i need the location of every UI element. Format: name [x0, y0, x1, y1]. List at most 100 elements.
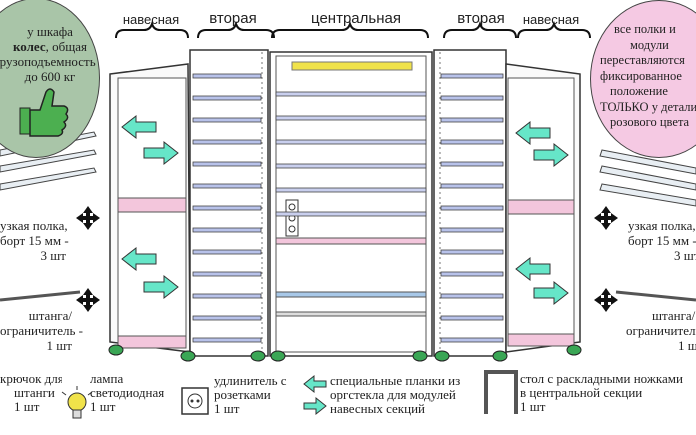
header-right-outer: навесная: [522, 12, 580, 27]
shelf: [192, 315, 262, 321]
legend-lamp: лампа светодиодная 1 шт: [90, 372, 178, 414]
shelf: [275, 139, 427, 145]
legend-line: удлинитель с: [214, 373, 287, 388]
shelf: [440, 249, 504, 255]
table-icon: [484, 370, 518, 414]
shelf: [192, 183, 262, 189]
shelf: [275, 115, 427, 121]
shelf: [275, 91, 427, 97]
move-arrow: [143, 140, 179, 166]
legend-line: 1 шт: [14, 399, 40, 414]
shelf: [275, 187, 427, 193]
note-line: 3 шт: [674, 248, 696, 263]
pink-fixed-shelf: [507, 333, 575, 347]
fixed-position-note: [590, 0, 696, 158]
legend-line: специальные планки из: [330, 373, 461, 388]
shelf: [192, 205, 262, 211]
move-4way-arrow: [76, 206, 100, 230]
move-arrow: [121, 246, 157, 272]
shelf: [192, 117, 262, 123]
loose-shelves-right: [599, 149, 696, 207]
move-4way-arrow: [594, 288, 618, 312]
rod-left: [0, 290, 81, 302]
socket-icon: [181, 387, 209, 415]
move-4way-arrow: [594, 206, 618, 230]
right-hanging-section: [505, 63, 581, 353]
shelf: [192, 293, 262, 299]
shelf: [192, 227, 262, 233]
brace-right-inner: [443, 20, 517, 39]
legend-line: розетками: [214, 387, 271, 402]
rod-right: [615, 290, 696, 302]
shelf: [440, 139, 504, 145]
capacity-line4: до 600 кг: [24, 69, 76, 84]
lamp-bar: [291, 61, 413, 71]
move-arrow: [515, 120, 551, 146]
move-arrow: [121, 114, 157, 140]
shelf: [275, 211, 427, 217]
wheel: [492, 350, 508, 362]
right-second-section: [433, 49, 507, 357]
arrow-icon: [303, 374, 327, 416]
shelf: [192, 95, 262, 101]
legend-line: 1 шт: [90, 399, 116, 414]
shelf: [440, 183, 504, 189]
note-line: 1 шт: [46, 338, 72, 353]
header-left-outer: навесная: [122, 12, 180, 27]
wheel: [108, 344, 124, 356]
right-shelf-note: узкая полка, борт 15 мм - 3 шт: [628, 218, 696, 263]
shelf: [192, 139, 262, 145]
fixed-note-line: переставляются: [600, 53, 685, 67]
shelf: [440, 117, 504, 123]
wheel: [270, 350, 286, 362]
pink-fixed-shelf: [117, 197, 187, 213]
legend-line: лампа: [90, 371, 124, 386]
pink-fixed-shelf: [507, 199, 575, 215]
fixed-note-line: ТОЛЬКО у детали: [600, 99, 696, 114]
shelf: [192, 249, 262, 255]
move-4way-arrow: [76, 288, 100, 312]
note-line: штанга/: [652, 308, 696, 323]
legend-extension: удлинитель с розетками 1 шт: [214, 374, 304, 416]
brace-right-outer: [517, 20, 591, 39]
note-line: ограничитель -: [626, 323, 696, 338]
move-arrow: [533, 142, 569, 168]
note-line: штанга/: [28, 308, 72, 323]
note-line: 1 шт: [678, 338, 696, 353]
shelf: [192, 271, 262, 277]
header-right-inner: вторая: [457, 10, 505, 27]
pink-fixed-shelf: [275, 237, 427, 245]
move-arrow: [533, 280, 569, 306]
legend-line: крючок для: [0, 372, 62, 386]
wheel: [180, 350, 196, 362]
brace-left-outer: [115, 20, 189, 39]
wheel: [434, 350, 450, 362]
shelf: [440, 95, 504, 101]
note-line: борт 15 мм -: [628, 233, 696, 248]
legend-line: штанги: [14, 385, 55, 400]
capacity-line3: грузоподъемность: [0, 54, 96, 69]
note-line: узкая полка,: [0, 218, 68, 233]
wheel: [412, 350, 428, 362]
shelf: [275, 163, 427, 169]
header-left-inner: вторая: [209, 10, 257, 27]
wheel: [566, 344, 582, 356]
right-rod-note: штанга/ ограничитель - 1 шт: [626, 308, 696, 353]
shelf: [440, 205, 504, 211]
shelf: [440, 227, 504, 233]
capacity-bold-word: колес: [12, 39, 46, 54]
legend-line: светодиодная: [90, 385, 165, 400]
legend-table: стол с раскладными ножками в центральной…: [520, 372, 696, 414]
legend-hook: крючок для штанги 1 шт: [0, 372, 62, 414]
move-arrow: [515, 256, 551, 282]
shelf: [192, 73, 262, 79]
fixed-note-line: модули: [630, 37, 669, 52]
legend-planks: специальные планки из оргстекла для моду…: [330, 374, 490, 416]
legend-line: стол с раскладными ножками: [520, 372, 683, 386]
note-line: ограничитель -: [0, 323, 83, 338]
shelf: [440, 337, 504, 343]
fixed-note-line: фиксированное: [600, 68, 682, 83]
move-arrow: [143, 274, 179, 300]
shelf: [192, 161, 262, 167]
